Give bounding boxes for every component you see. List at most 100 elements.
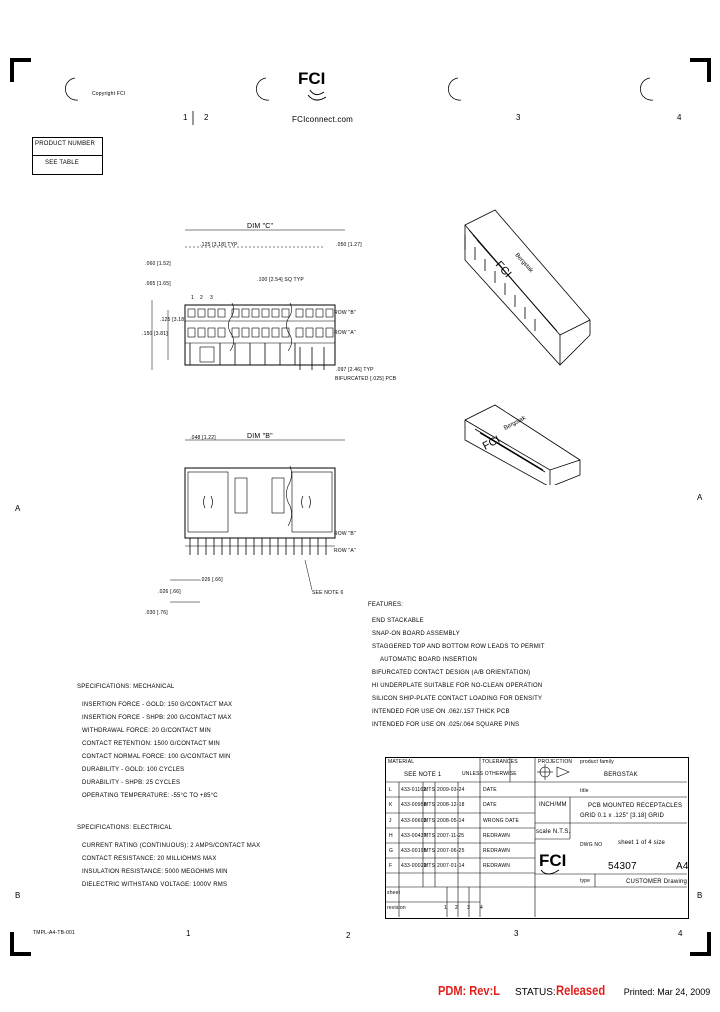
svg-text:FCI: FCI xyxy=(539,851,566,870)
feature-item: STAGGERED TOP AND BOTTOM ROW LEADS TO PE… xyxy=(372,644,545,650)
feature-item: END STACKABLE xyxy=(372,618,424,624)
feature-item: INTENDED FOR USE ON .025/.064 SQUARE PIN… xyxy=(372,722,520,728)
row-a-label-front: ROW "A" xyxy=(334,330,356,336)
rev-cell: J xyxy=(389,818,392,824)
product-number-value: SEE TABLE xyxy=(45,160,79,166)
front-view-drawing xyxy=(151,229,345,370)
ecn-cell: 433-01162 xyxy=(401,787,427,793)
row-a-label-side: ROW "A" xyxy=(334,548,356,554)
zone-number-bottom-4: 4 xyxy=(678,929,683,938)
dim-sq-typ-label: .100 [2.54] SQ TYP xyxy=(257,277,304,283)
revision-row-label: revision xyxy=(387,905,406,911)
date-cell: 2009-03-24 xyxy=(437,787,465,793)
isometric-views: FCI Bergstak FCI Bergstak xyxy=(464,209,591,485)
see-note-label: SEE NOTE 6 xyxy=(312,590,344,596)
spec-mech-item: INSERTION FORCE - GOLD: 150 G/CONTACT MA… xyxy=(82,702,233,708)
desc-cell: DATE xyxy=(483,802,497,808)
status-label: STATUS: xyxy=(514,987,556,998)
status-bar: PDM: Rev:L STATUS: Released Printed: Mar… xyxy=(438,982,710,1004)
init-cell: MTS xyxy=(424,818,436,824)
spec-mech-item: OPERATING TEMPERATURE: -55°C TO +85°C xyxy=(82,793,218,799)
dim-b-label: DIM "B" xyxy=(247,433,273,440)
zone-number-top-3: 3 xyxy=(516,113,521,122)
sheet-num-1: 1 xyxy=(444,905,447,911)
dim-060-label: .060 [1.52] xyxy=(145,261,171,267)
header-graphics xyxy=(65,77,654,125)
sheet-label: sheet 1 of 4 size xyxy=(618,840,666,846)
zone-letter-right-b: B xyxy=(697,891,703,900)
drawing-number: 54307 xyxy=(608,861,637,872)
dim-030-label: .030 [.76] xyxy=(145,610,168,616)
spec-elec-title: SPECIFICATIONS: ELECTRICAL xyxy=(77,825,173,831)
desc-cell: REDRAWN xyxy=(483,833,511,839)
ecn-cell: 433-00602 xyxy=(401,818,427,824)
rev-cell: F xyxy=(389,863,393,869)
rev-cell: L xyxy=(389,787,392,793)
date-cell: 2008-12-18 xyxy=(437,802,465,808)
spec-elec-item: CONTACT RESISTANCE: 20 MILLIOHMS MAX xyxy=(82,856,217,862)
pin-1-label: 1 xyxy=(191,295,194,301)
zone-number-bottom-1: 1 xyxy=(186,929,191,938)
feature-item: HI UNDERPLATE SUITABLE FOR NO-CLEAN OPER… xyxy=(372,683,543,689)
dim-c-label: DIM "C" xyxy=(247,223,274,230)
tolerance-value: UNLESS OTHERWISE xyxy=(462,771,517,777)
zone-letter-left-a: A xyxy=(15,504,21,513)
product-family-label: product family xyxy=(580,759,614,765)
unit-label: INCH/MM xyxy=(539,802,567,808)
title-line-1: PCB MOUNTED RECEPTACLES xyxy=(588,803,683,809)
spec-elec-item: CURRENT RATING (CONTINUOUS): 2 AMPS/CONT… xyxy=(82,843,261,849)
zone-number-bottom-3: 3 xyxy=(514,929,519,938)
feature-item: BIFURCATED CONTACT DESIGN (A/B ORIENTATI… xyxy=(372,670,531,676)
ecn-cell: 433-00022 xyxy=(401,863,427,869)
date-cell: 2007-01-14 xyxy=(437,863,465,869)
ecn-cell: 433-00437 xyxy=(401,833,427,839)
dim-065-label: .065 [1.65] xyxy=(145,281,171,287)
date-cell: 2007-06-25 xyxy=(437,848,465,854)
spec-mech-item: CONTACT NORMAL FORCE: 100 G/CONTACT MIN xyxy=(82,754,231,760)
init-cell: MTS xyxy=(424,863,436,869)
init-cell: MTS xyxy=(424,787,436,793)
zone-number-bottom-2: 2 xyxy=(346,931,351,940)
material-label: MATERIAL xyxy=(388,759,415,765)
scale-label: scale N.T.S. xyxy=(536,829,571,835)
date-cell: 2007-11-25 xyxy=(437,833,465,839)
spec-elec-item: INSULATION RESISTANCE: 5000 MEGOHMS MIN xyxy=(82,869,228,875)
product-number-box xyxy=(32,137,103,175)
projection-label: PROJECTION xyxy=(538,759,573,765)
dim-050-label: .050 [1.27] xyxy=(336,242,362,248)
desc-cell: REDRAWN xyxy=(483,863,511,869)
spec-elec-item: DIELECTRIC WITHSTAND VOLTAGE: 1000V RMS xyxy=(82,882,228,888)
sheet-size: A4 xyxy=(676,861,689,872)
desc-cell: DATE xyxy=(483,787,497,793)
tolerance-label: TOLERANCES xyxy=(482,759,518,765)
dim-048-label: .048 [1.22] xyxy=(190,435,216,441)
fci-logo: FCI xyxy=(298,69,326,88)
website-link[interactable]: FCIconnect.com xyxy=(292,115,354,124)
product-family-value: BERGSTAK xyxy=(604,772,638,778)
svg-text:FCI: FCI xyxy=(481,434,502,453)
title-line-2: GRID 0.1 x .125" [3.18] GRID xyxy=(580,813,665,819)
sheet-row-label: sheet xyxy=(387,890,401,896)
row-b-label-front: ROW "B" xyxy=(334,310,356,316)
type-label: type xyxy=(580,878,591,884)
dim-026a-label: .026 [.66] xyxy=(158,589,181,595)
dim-bifurcated-label: BIFURCATED [.025] PCB xyxy=(335,376,397,382)
pdm-revision: PDM: Rev:L xyxy=(438,983,501,998)
row-b-label-side: ROW "B" xyxy=(334,531,356,537)
dim-125-label: .125 [3.18] xyxy=(160,317,186,323)
init-cell: MTS xyxy=(424,848,436,854)
zone-number-top-1: 1 xyxy=(183,113,188,122)
features-title: FEATURES: xyxy=(368,602,404,608)
sheet-num-4: 4 xyxy=(480,905,483,911)
zone-letter-left-b: B xyxy=(15,891,21,900)
feature-item: AUTOMATIC BOARD INSERTION xyxy=(380,657,478,663)
dim-typ-label: .125 [3.18] TYP xyxy=(200,242,238,248)
template-label: TMPL-A4-TB-001 xyxy=(33,930,75,936)
title-block-grid: FCI xyxy=(385,757,687,917)
pin-2-label: 2 xyxy=(200,295,203,301)
side-view-drawing xyxy=(170,439,345,603)
customer-drawing-label: CUSTOMER Drawing xyxy=(626,879,688,885)
feature-item: SILICON SHIP-PLATE CONTACT LOADING FOR D… xyxy=(372,696,543,702)
material-value: SEE NOTE 1 xyxy=(404,772,442,778)
spec-mech-item: WITHDRAWAL FORCE: 20 G/CONTACT MIN xyxy=(82,728,211,734)
